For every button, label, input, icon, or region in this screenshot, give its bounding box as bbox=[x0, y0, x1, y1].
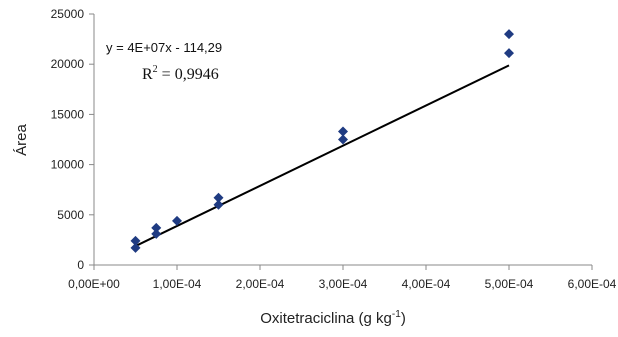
y-ticks: 0 5000 10000 15000 20000 25000 bbox=[51, 7, 94, 272]
x-tick-label: 4,00E-04 bbox=[402, 277, 451, 291]
y-tick-label: 15000 bbox=[51, 107, 85, 121]
data-point bbox=[338, 134, 348, 145]
x-tick-label: 3,00E-04 bbox=[319, 277, 368, 291]
r-squared-prefix: R bbox=[142, 66, 153, 83]
x-tick-label: 1,00E-04 bbox=[153, 277, 202, 291]
y-axis-title: Área bbox=[13, 124, 30, 156]
x-axis-title-close: ) bbox=[401, 310, 406, 327]
trendline-equation: y = 4E+07x - 114,29 bbox=[106, 40, 222, 55]
trendline-layer bbox=[135, 64, 510, 247]
data-point bbox=[130, 235, 141, 246]
x-tick-label: 0,00E+00 bbox=[68, 277, 120, 291]
x-axis-title-main: Oxitetraciclina (g kg bbox=[260, 310, 392, 327]
y-tick-label: 5000 bbox=[57, 208, 84, 222]
x-ticks: 0,00E+00 1,00E-04 2,00E-04 3,00E-04 4,00E-04… bbox=[68, 265, 617, 291]
y-tick-label: 0 bbox=[77, 258, 84, 272]
data-point bbox=[130, 242, 141, 253]
x-tick-label: 5,00E-04 bbox=[485, 277, 534, 291]
data-point bbox=[151, 222, 162, 233]
data-point bbox=[504, 29, 514, 40]
r-squared-value: = 0,9946 bbox=[158, 66, 219, 83]
x-tick-label: 2,00E-04 bbox=[236, 277, 285, 291]
x-tick-label: 6,00E-04 bbox=[568, 277, 617, 291]
data-points bbox=[130, 29, 514, 253]
data-point bbox=[338, 126, 348, 137]
r-squared-superscript: 2 bbox=[153, 64, 158, 75]
data-point bbox=[213, 192, 224, 203]
x-axis-title: Oxitetraciclina (g kg-1) bbox=[260, 309, 406, 327]
y-tick-label: 10000 bbox=[51, 158, 85, 172]
trendline bbox=[135, 64, 510, 247]
x-axis-title-superscript: -1 bbox=[392, 309, 401, 320]
data-point bbox=[504, 48, 514, 59]
data-point bbox=[213, 199, 224, 210]
y-tick-label: 25000 bbox=[51, 7, 85, 21]
y-tick-label: 20000 bbox=[51, 57, 85, 71]
r-squared-label: R2 = 0,9946 bbox=[142, 64, 219, 83]
data-point bbox=[172, 215, 182, 226]
data-point bbox=[151, 228, 162, 239]
